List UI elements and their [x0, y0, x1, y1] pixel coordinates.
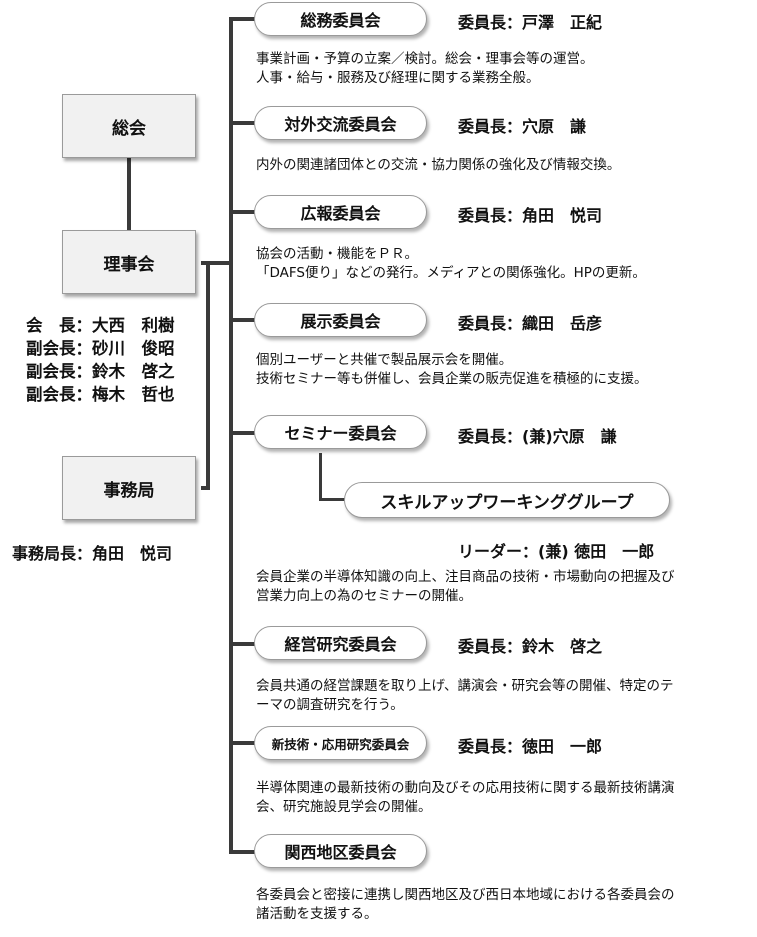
committee-description: 事業計画・予算の立案／検討。総会・理事会等の運営。 人事・給与・服務及び経理に関… — [256, 51, 594, 86]
branch-line — [229, 318, 256, 322]
committee-chair: 委員長：戸澤 正紀 — [458, 13, 603, 32]
committee-name: 総務委員会 — [300, 11, 381, 30]
secretariat-label: 事務局 — [103, 480, 155, 501]
committee-name: 展示委員会 — [300, 312, 381, 331]
committee-description: 半導体関連の最新技術の動向及びその応用技術に関する最新技術講演 会、研究施設見学… — [256, 780, 675, 815]
committee-new-technology: 新技術・応用研究委員会 — [254, 726, 427, 760]
working-group-skill-up: スキルアップワーキンググループ — [344, 482, 670, 518]
connector-seminar-wg-vertical — [319, 453, 322, 501]
branch-line — [229, 850, 256, 854]
officer-entry: 副会長：梅木 哲也 — [26, 385, 175, 404]
committee-description: 協会の活動・機能をＰＲ。 「DAFS便り」などの発行。メディアとの関係強化。HP… — [256, 246, 646, 281]
committee-name: 対外交流委員会 — [284, 115, 397, 134]
branch-line — [229, 17, 256, 21]
committee-description: 個別ユーザーと共催で製品展示会を開催。 技術セミナー等も併催し、会員企業の販売促… — [256, 352, 648, 387]
general-meeting-box: 総会 — [62, 94, 196, 158]
branch-line — [229, 121, 256, 125]
connector-secretariat-vertical — [206, 261, 210, 490]
committee-management-research: 経営研究委員会 — [254, 626, 427, 660]
committee-public-relations: 広報委員会 — [254, 195, 427, 229]
committee-description: 会員共通の経営課題を取り上げ、講演会・研究会等の開催、特定のテ ーマの調査研究を… — [256, 678, 674, 713]
committee-name: 新技術・応用研究委員会 — [271, 736, 410, 752]
officers-list: 会 長：大西 利樹 副会長：砂川 俊昭 副会長：鈴木 啓之 副会長：梅木 哲也 — [26, 314, 175, 406]
committee-chair: 委員長：徳田 一郎 — [458, 737, 603, 756]
committee-chair: 委員長：(兼)穴原 謙 — [458, 427, 617, 446]
committee-seminar: セミナー委員会 — [254, 415, 427, 449]
general-meeting-label: 総会 — [112, 118, 146, 139]
committee-name: 関西地区委員会 — [284, 843, 397, 862]
committee-description: 内外の関連諸団体との交流・協力関係の強化及び情報交換。 — [256, 157, 621, 173]
working-group-name: スキルアップワーキンググループ — [380, 492, 634, 513]
secretariat-box: 事務局 — [62, 456, 196, 520]
committee-description: 各委員会と密接に連携し関西地区及び西日本地域における各委員会の 諸活動を支援する… — [256, 887, 675, 922]
committee-exhibition: 展示委員会 — [254, 303, 427, 337]
branch-line — [229, 210, 256, 214]
committee-name: 広報委員会 — [300, 204, 381, 223]
committee-name: セミナー委員会 — [284, 424, 397, 443]
connector-seminar-wg-horizontal — [319, 498, 346, 501]
branch-line — [229, 642, 256, 646]
officer-entry: 副会長：鈴木 啓之 — [26, 362, 175, 381]
officer-entry: 会 長：大西 利樹 — [26, 316, 175, 335]
officer-entry: 副会長：砂川 俊昭 — [26, 339, 175, 358]
working-group-leader: リーダー：(兼) 徳田 一郎 — [458, 542, 655, 561]
committee-name: 経営研究委員会 — [284, 635, 397, 654]
connector-general-board — [127, 146, 131, 232]
committee-chair: 委員長：鈴木 啓之 — [458, 637, 603, 656]
committee-kansai-region: 関西地区委員会 — [254, 834, 427, 868]
branch-line — [229, 741, 256, 745]
committee-chair: 委員長：織田 岳彦 — [458, 314, 603, 333]
board-box: 理事会 — [62, 230, 196, 294]
committee-general-affairs: 総務委員会 — [254, 2, 427, 36]
board-label: 理事会 — [103, 254, 155, 275]
committee-chair: 委員長：穴原 謙 — [458, 117, 587, 136]
connector-secretariat-out — [201, 486, 210, 490]
secretariat-chief: 事務局長：角田 悦司 — [12, 544, 173, 563]
connector-board-out — [201, 261, 233, 265]
committee-chair: 委員長：角田 悦司 — [458, 206, 603, 225]
committee-external-relations: 対外交流委員会 — [254, 106, 427, 140]
committee-description: 会員企業の半導体知識の向上、注目商品の技術・市場動向の把握及び 営業力向上の為の… — [256, 569, 675, 604]
branch-line — [229, 431, 256, 435]
